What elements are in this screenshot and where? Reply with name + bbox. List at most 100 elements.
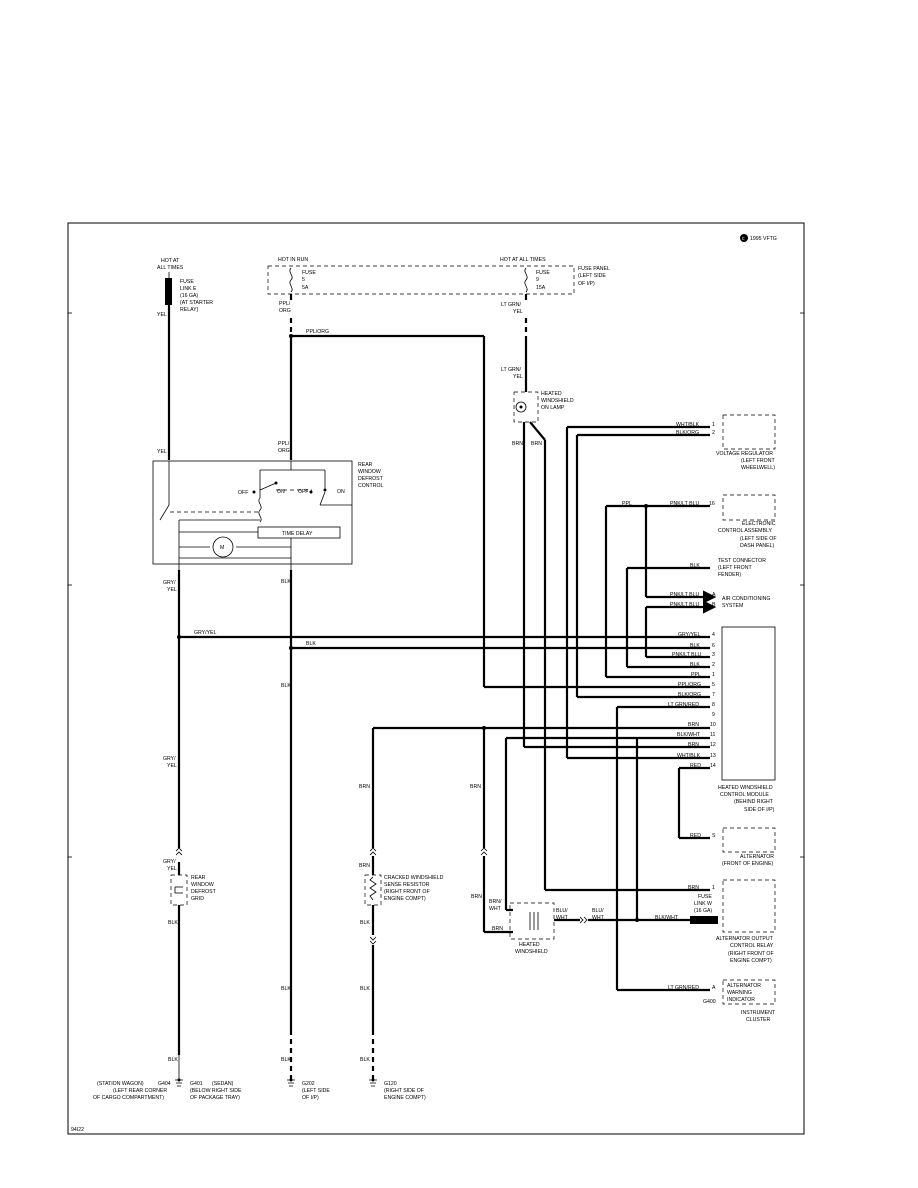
svg-text:G401: G401 — [190, 1081, 203, 1087]
svg-text:CRACKED WINDSHIELD: CRACKED WINDSHIELD — [384, 875, 444, 881]
svg-text:OF I/P): OF I/P) — [578, 281, 595, 287]
svg-text:BLK: BLK — [168, 1057, 178, 1063]
control-module-label: HEATED WINDSHIELD CONTROL MODULE (BEHIND… — [718, 785, 775, 813]
svg-text:ALL TIMES: ALL TIMES — [157, 265, 184, 271]
svg-text:CLUSTER: CLUSTER — [746, 1017, 770, 1023]
svg-text:CONTROL: CONTROL — [358, 483, 383, 489]
warning-indicator: ALTERNATOR WARNING INDICATOR G400 INSTRU… — [703, 979, 776, 1023]
svg-text:BLK/ORG: BLK/ORG — [676, 430, 699, 436]
ground-g404-g401: (STATION WAGON) G404 (LEFT REAR CORNER O… — [93, 1078, 242, 1101]
svg-text:BRN: BRN — [531, 441, 542, 447]
switch-off-1: OFF — [238, 490, 248, 496]
rear-grid-element — [174, 886, 183, 894]
svg-text:(LEFT SIDE OF: (LEFT SIDE OF — [740, 536, 777, 542]
svg-text:ENGINE COMPT): ENGINE COMPT) — [384, 1095, 426, 1101]
hot-all-times-label: HOT AT ALL TIMES — [500, 257, 546, 263]
switch-off-2: OFF — [298, 489, 308, 495]
wire-label-yel-ctrl: YEL — [157, 449, 167, 455]
svg-text:LT GRN/: LT GRN/ — [501, 302, 522, 308]
ground-g120: G120 (RIGHT SIDE OF ENGINE COMPT) — [369, 1078, 426, 1101]
svg-text:11: 11 — [710, 732, 715, 738]
wires-brn-pin10: BRN BRN — [359, 726, 710, 848]
svg-text:BLK: BLK — [281, 683, 291, 689]
bus-gry-yel: GRY/ YEL GRY/YEL — [163, 580, 710, 639]
sense-resistor: BRN BLK BLK BLK CRACKED WINDSHIELD SENSE… — [359, 847, 444, 1080]
fusible-link-e-label: FUSE LINK E (16 GA) (AT STARTER RELAY) — [180, 279, 213, 313]
svg-text:FENDER): FENDER) — [718, 572, 741, 578]
wire-lt-grn-yel: LT GRN/ YEL LT GRN/ YEL — [501, 294, 528, 392]
svg-text:OF PACKAGE TRAY): OF PACKAGE TRAY) — [190, 1095, 240, 1101]
eca-box: ELECTRONIC CONTROL ASSEMBLY (LEFT SIDE O… — [718, 494, 777, 549]
ppl-org-labels: PPL/ ORG PPL/ORG PPL/ ORG — [278, 301, 329, 454]
svg-text:PPL: PPL — [622, 501, 632, 507]
svg-text:INDICATOR: INDICATOR — [727, 997, 755, 1003]
rear-defrost-grid — [170, 874, 188, 906]
wires-red: RED S — [677, 766, 716, 840]
svg-text:5: 5 — [302, 277, 305, 283]
svg-text:(LEFT SIDE: (LEFT SIDE — [578, 273, 606, 279]
svg-text:REAR: REAR — [191, 875, 206, 881]
svg-text:WINDSHIELD: WINDSHIELD — [515, 949, 548, 955]
svg-text:CONTROL RELAY: CONTROL RELAY — [730, 943, 774, 949]
svg-text:BLK: BLK — [281, 986, 291, 992]
svg-text:5A: 5A — [302, 285, 309, 291]
lamp-output-wires: BRN BRN — [512, 421, 710, 892]
svg-text:(BELOW RIGHT SIDE: (BELOW RIGHT SIDE — [190, 1088, 242, 1094]
ground-g202: G202 (LEFT SIDE OF I/P) — [287, 1078, 330, 1101]
svg-text:FUSE: FUSE — [180, 279, 194, 285]
svg-text:S: S — [712, 833, 716, 839]
svg-text:YEL: YEL — [513, 374, 523, 380]
lower-blk-labels: BLK BLK — [281, 986, 291, 1063]
svg-text:PPL: PPL — [691, 672, 701, 678]
svg-text:(LEFT REAR CORNER: (LEFT REAR CORNER — [113, 1088, 167, 1094]
svg-text:BRN/: BRN/ — [489, 899, 502, 905]
alternator: ALTERNATOR (FRONT OF ENGINE) — [722, 827, 776, 867]
svg-text:VOLTAGE REGULATOR: VOLTAGE REGULATOR — [716, 451, 773, 457]
svg-text:ON LAMP: ON LAMP — [541, 405, 565, 411]
svg-text:(LEFT SIDE: (LEFT SIDE — [302, 1088, 330, 1094]
copyright-text: 1995 VFTG — [750, 236, 777, 242]
svg-text:YEL: YEL — [513, 309, 523, 315]
svg-text:YEL: YEL — [167, 866, 177, 872]
svg-text:PNK/LT BLU: PNK/LT BLU — [670, 592, 699, 598]
defrost-control-internals: M TIME DELAY OFF ON OFF ON — [159, 461, 352, 570]
svg-text:ALTERNATOR: ALTERNATOR — [740, 854, 774, 860]
svg-text:CONTROL ASSEMBLY: CONTROL ASSEMBLY — [718, 528, 772, 534]
svg-text:HEATED: HEATED — [519, 942, 540, 948]
svg-text:G202: G202 — [302, 1081, 315, 1087]
time-delay-label: TIME DELAY — [282, 531, 313, 537]
svg-text:INSTRUMENT: INSTRUMENT — [741, 1010, 776, 1016]
svg-text:9: 9 — [712, 712, 715, 718]
svg-text:PNK/LT BLU: PNK/LT BLU — [670, 501, 699, 507]
svg-text:(STATION WAGON): (STATION WAGON) — [97, 1081, 144, 1087]
heated-windshield: BRN BRN/ WHT BRN BLU/ WHT BLU/ WHT BLK/W… — [471, 738, 718, 955]
svg-text:BRN: BRN — [688, 885, 699, 891]
lamp-housing — [513, 391, 539, 423]
svg-text:GRY/YEL: GRY/YEL — [678, 632, 701, 638]
svg-text:BRN: BRN — [471, 894, 482, 900]
svg-text:YEL: YEL — [167, 763, 177, 769]
svg-text:ORG: ORG — [278, 448, 290, 454]
svg-text:ALTERNATOR OUTPUT: ALTERNATOR OUTPUT — [716, 936, 774, 942]
wire-left-column — [167, 272, 183, 1080]
svg-text:PPL/: PPL/ — [279, 301, 291, 307]
fuse-panel-label: FUSE PANEL (LEFT SIDE OF I/P) — [578, 266, 610, 287]
svg-text:BLK: BLK — [360, 986, 370, 992]
rear-grid-labels: GRY/ YEL GRY/ YEL REAR WINDOW DEFROST GR… — [163, 756, 217, 1063]
svg-text:GRY/: GRY/ — [163, 580, 176, 586]
svg-text:BLK: BLK — [281, 1057, 291, 1063]
svg-text:WHT/BLK: WHT/BLK — [677, 753, 701, 759]
wires-test-connector: BLK — [625, 563, 710, 669]
svg-text:2: 2 — [712, 662, 715, 668]
fuse-panel-box — [267, 265, 575, 295]
wires-ac: PNK/LT BLU B — [644, 600, 717, 659]
svg-text:WHEELWELL): WHEELWELL) — [741, 465, 775, 471]
svg-text:AIR CONDITIONING: AIR CONDITIONING — [722, 596, 770, 602]
svg-text:RELAY): RELAY) — [180, 307, 199, 313]
motor-icon — [212, 536, 234, 558]
svg-text:WHT: WHT — [556, 915, 569, 921]
fuse-9: FUSE 9 15A — [524, 267, 550, 293]
svg-text:5: 5 — [712, 682, 715, 688]
test-connector: TEST CONNECTOR (LEFT FRONT FENDER) — [718, 558, 766, 578]
frame-ticks — [68, 312, 804, 858]
